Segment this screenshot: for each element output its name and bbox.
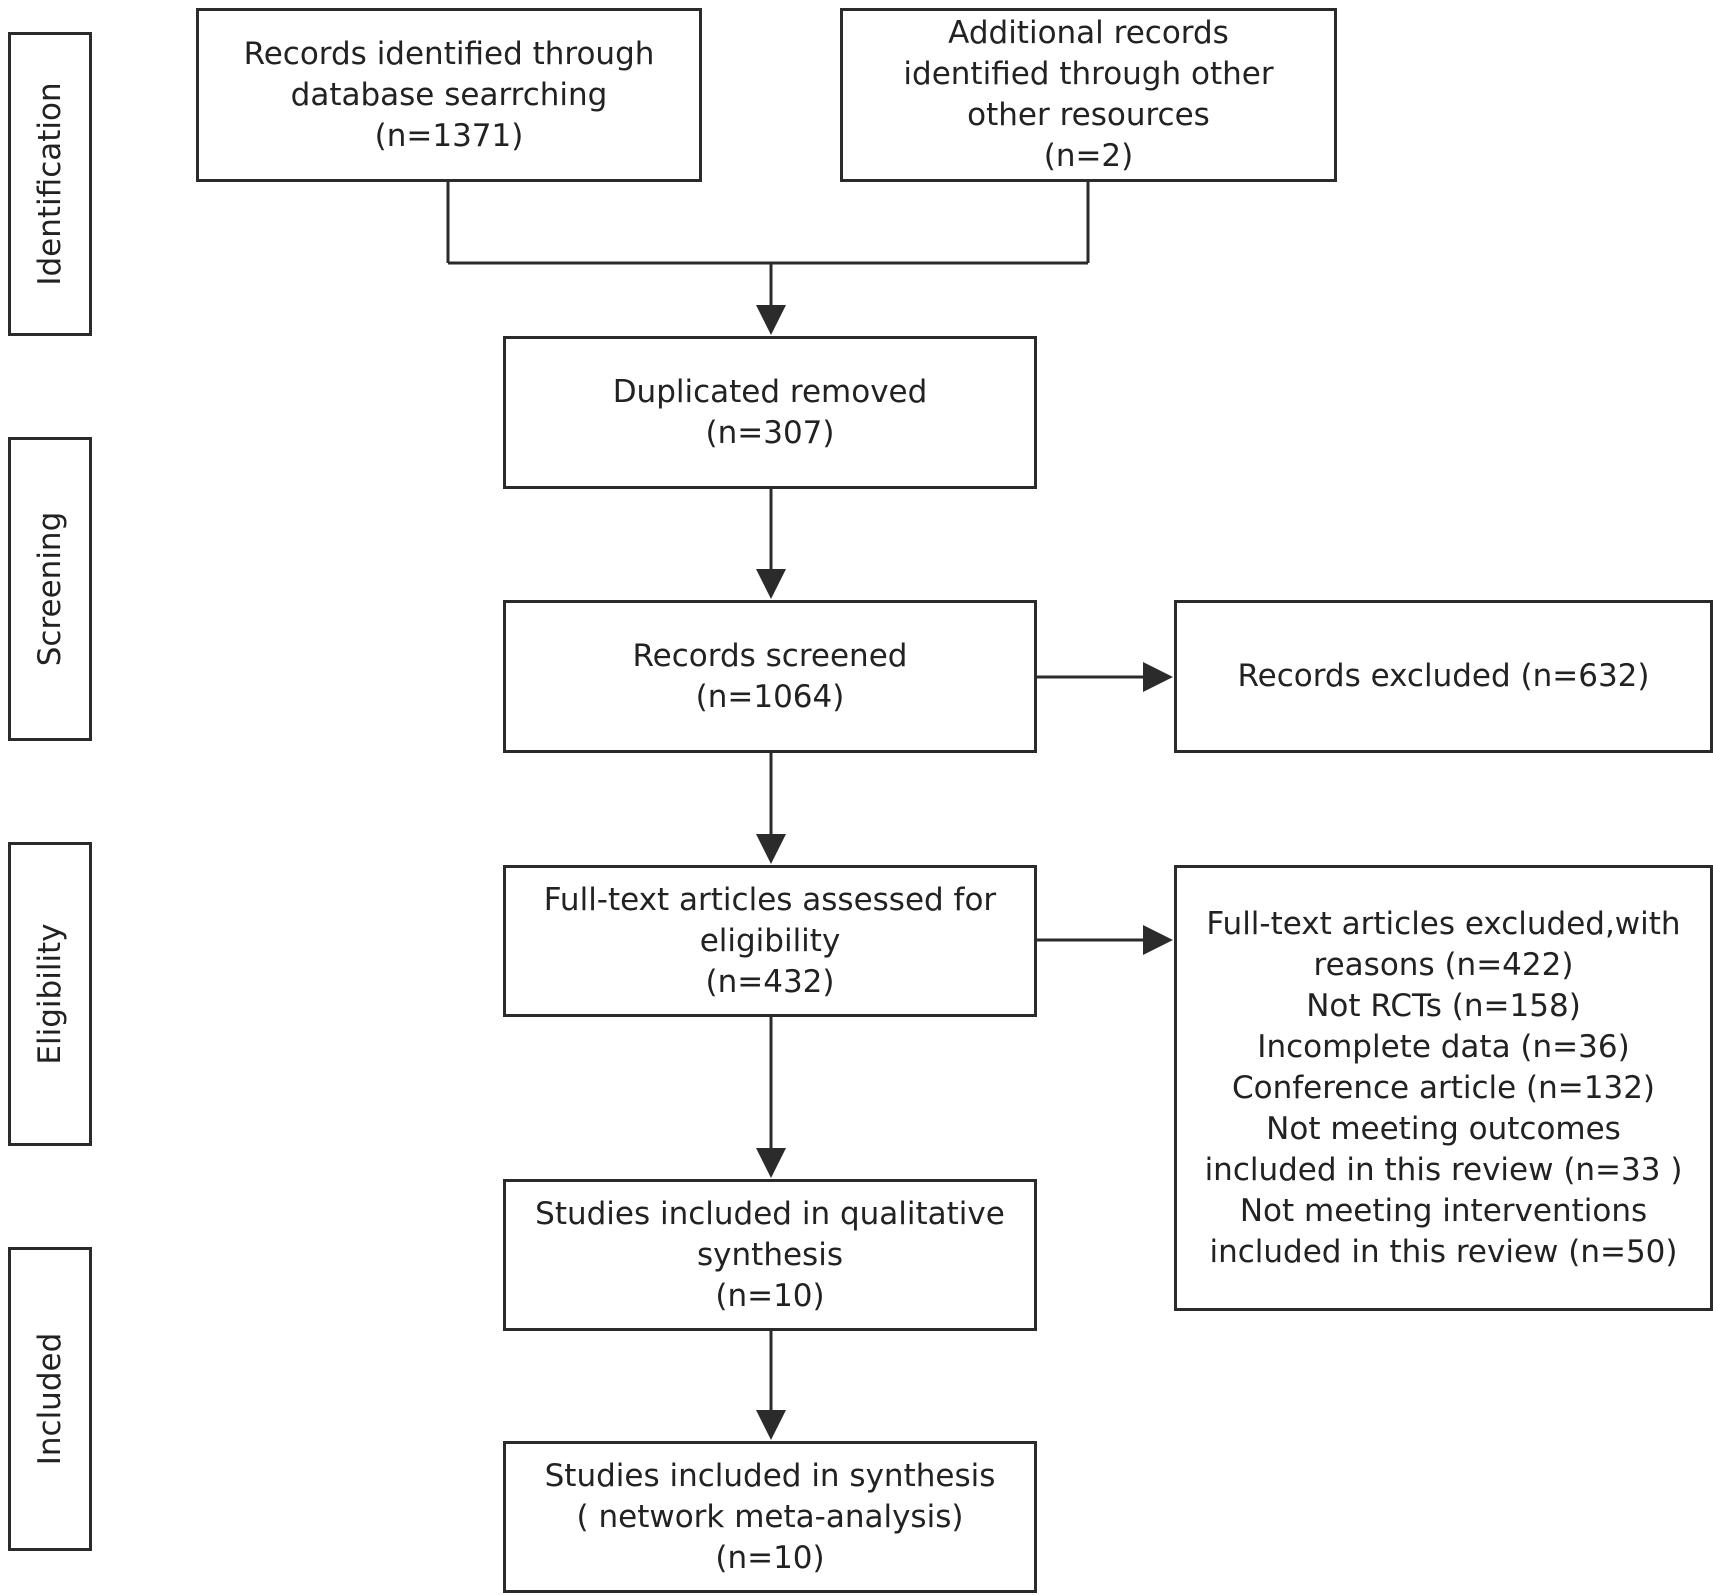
box-fulltext-assessed: Full-text articles assessed for eligibil…: [503, 865, 1037, 1017]
box-records-excluded: Records excluded (n=632): [1174, 600, 1713, 753]
box-network-synthesis: Studies included in synthesis ( network …: [503, 1441, 1037, 1593]
box-duplicates-removed: Duplicated removed (n=307): [503, 336, 1037, 489]
box-other-records: Additional records identified through ot…: [840, 8, 1337, 182]
stage-screening: Screening: [8, 437, 92, 741]
box-qualitative-synthesis: Studies included in qualitative synthesi…: [503, 1179, 1037, 1331]
box-database-records: Records identified through database sear…: [196, 8, 702, 182]
stage-eligibility: Eligibility: [8, 842, 92, 1146]
stage-included: Included: [8, 1247, 92, 1551]
box-records-screened: Records screened (n=1064): [503, 600, 1037, 753]
stage-identification: Identification: [8, 32, 92, 336]
box-fulltext-excluded: Full-text articles excluded,with reasons…: [1174, 865, 1713, 1311]
